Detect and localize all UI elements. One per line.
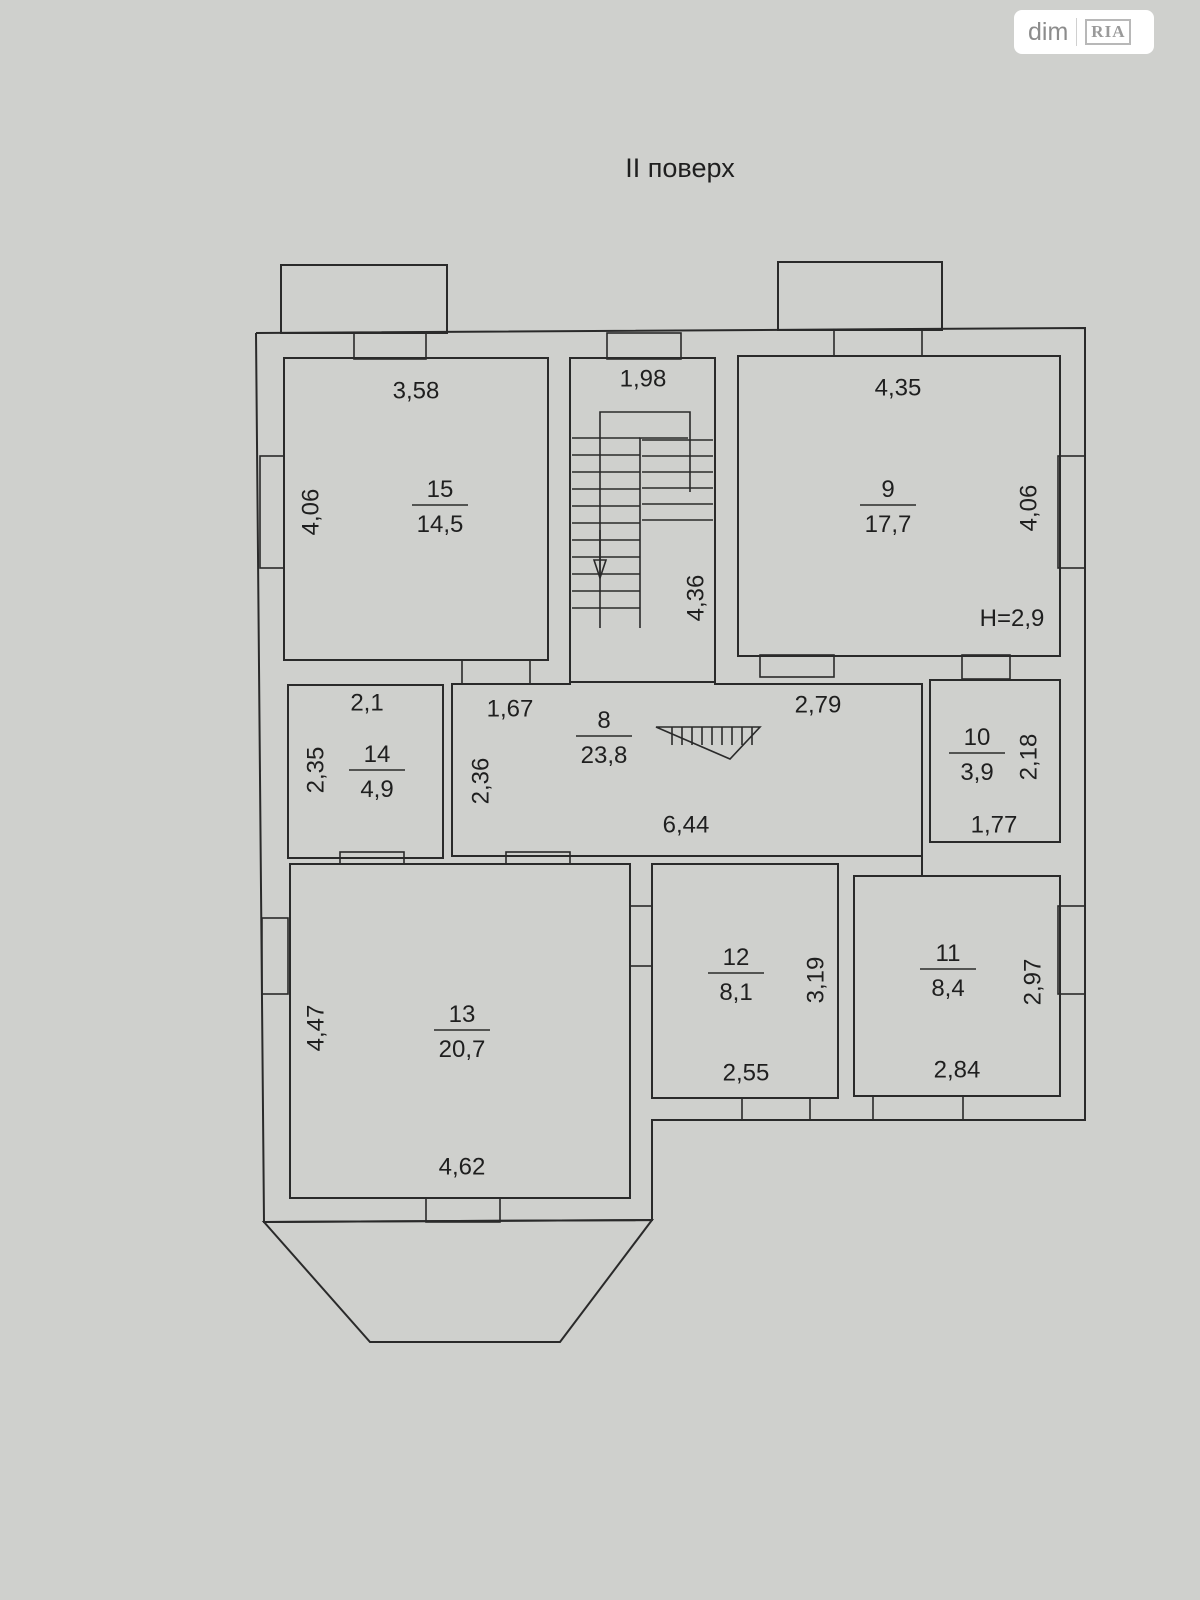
window [872, 1095, 964, 1121]
door [461, 659, 531, 685]
dimension-label: 4,06 [297, 489, 324, 536]
dimension-label: 3,19 [802, 957, 829, 1004]
stair-room-outline [569, 357, 716, 684]
room-area: 20,7 [439, 1036, 486, 1063]
balcony [261, 1218, 655, 1343]
dimension-label: 1,67 [487, 695, 534, 722]
room-14-outline [287, 684, 444, 859]
floor-title: II поверх [625, 153, 735, 183]
room-area: 8,1 [719, 979, 752, 1006]
stair-symbol-hatch [671, 727, 753, 745]
ceiling-height-label: H=2,9 [980, 605, 1045, 632]
room-labels: 15 14,5 3,58 4,06 1,98 4,36 9 17,7 4,35 4,06 14 4,9… [297, 365, 1046, 1180]
dimension-label: 2,36 [467, 758, 494, 805]
dimension-label: 2,35 [302, 747, 329, 794]
dimension-label: 4,62 [439, 1153, 486, 1180]
stair-symbol-icon [655, 726, 762, 760]
room-11-outline [853, 875, 1061, 1097]
window [261, 917, 289, 995]
room-walls [283, 355, 1061, 1199]
stair-treads [572, 437, 713, 609]
stair-inner [639, 437, 688, 628]
dimension-label: 4,36 [682, 575, 709, 622]
room-12-outline [651, 863, 839, 1099]
watermark-badge: dim RIA [1014, 10, 1154, 54]
window [353, 332, 427, 360]
ria-logo: RIA [1085, 19, 1132, 45]
room-13-outline [289, 863, 631, 1199]
room-area: 23,8 [581, 742, 628, 769]
dimension-label: 2,55 [723, 1059, 770, 1086]
dimension-label: 2,18 [1015, 734, 1042, 781]
staircase [572, 411, 762, 760]
window [259, 455, 285, 569]
room-number: 11 [936, 940, 961, 967]
dimension-label: 4,06 [1015, 485, 1042, 532]
room-8-outline [451, 681, 923, 857]
room-10-outline [929, 679, 1061, 843]
room-area: 17,7 [865, 511, 912, 538]
dimension-label: 1,77 [971, 811, 1018, 838]
room-number: 12 [723, 944, 750, 971]
watermark-brand: dim [1028, 17, 1069, 46]
room-area: 3,9 [960, 759, 993, 786]
window [1057, 905, 1086, 995]
room-area: 4,9 [360, 776, 393, 803]
dimension-label: 2,1 [350, 689, 383, 716]
stair-arrow-head [592, 559, 608, 581]
door [759, 654, 835, 678]
dimension-label: 2,97 [1019, 959, 1046, 1006]
dimension-label: 2,84 [934, 1056, 981, 1083]
room-number: 14 [364, 741, 391, 768]
room-15-outline [283, 357, 549, 661]
room-9-outline [737, 355, 1061, 657]
window [833, 329, 923, 357]
room-area: 8,4 [931, 975, 964, 1002]
dimension-label: 3,58 [393, 377, 440, 404]
door [629, 905, 653, 967]
door [961, 654, 1011, 680]
watermark-divider [1076, 18, 1078, 46]
window-marks [259, 329, 1086, 1223]
chimney-right [777, 261, 943, 331]
stair-rail [599, 411, 691, 628]
room-area: 14,5 [417, 511, 464, 538]
window [741, 1097, 811, 1121]
room-number: 13 [449, 1001, 476, 1028]
room-number: 8 [597, 707, 610, 734]
dimension-label: 1,98 [620, 365, 667, 392]
window [606, 332, 682, 360]
room-number: 15 [427, 476, 454, 503]
door [505, 851, 571, 865]
window [1057, 455, 1086, 569]
room-number: 9 [881, 476, 894, 503]
dimension-label: 4,47 [302, 1005, 329, 1052]
dimension-label: 6,44 [663, 811, 710, 838]
dimension-label: 2,79 [795, 691, 842, 718]
dimension-label: 4,35 [875, 374, 922, 401]
window [425, 1197, 501, 1223]
chimney-left [280, 264, 448, 334]
room-number: 10 [964, 724, 991, 751]
